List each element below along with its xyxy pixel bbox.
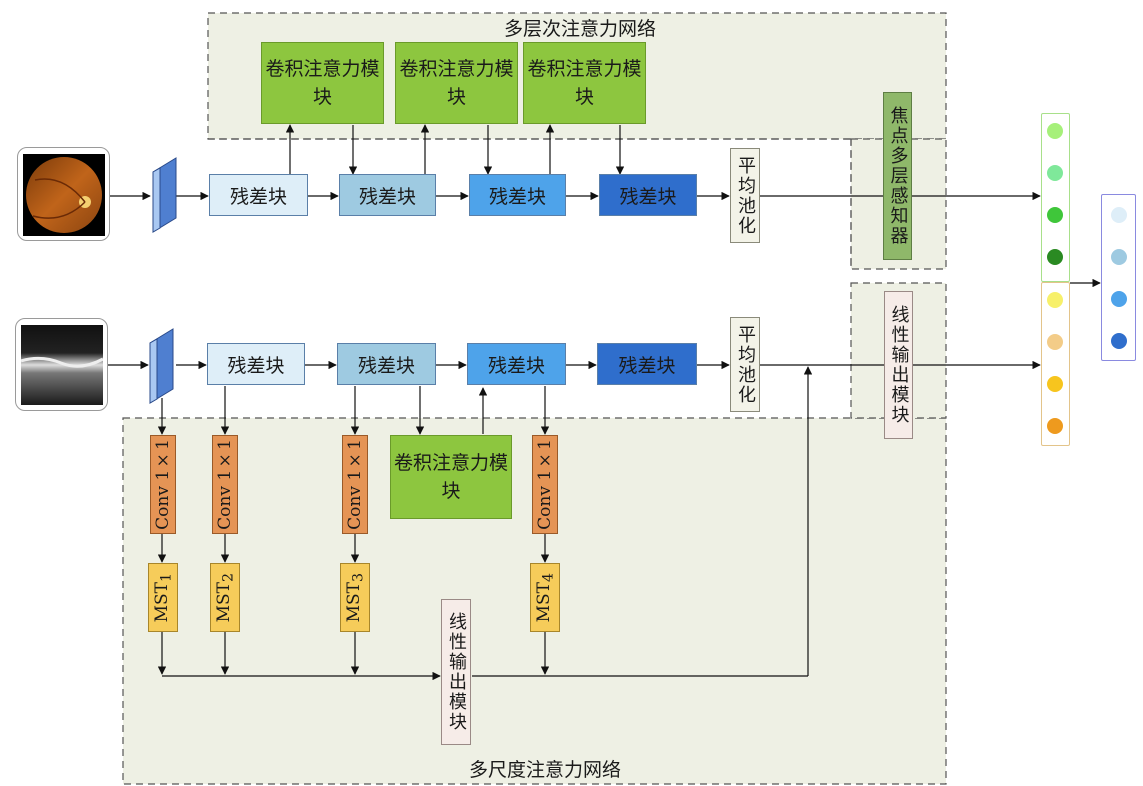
oct-scan-icon [21, 325, 103, 405]
mst-block-3: MST3 [340, 563, 370, 632]
bottom-residual-block-4: 残差块 [597, 343, 697, 385]
bottom-residual-block-1: 残差块 [207, 343, 305, 385]
bottom-group-title: 多尺度注意力网络 [468, 759, 621, 781]
conv1x1-branch-2: Conv 1×1 [212, 435, 238, 534]
top-residual-block-2: 残差块 [339, 174, 436, 216]
fused-output-dot-2 [1111, 249, 1127, 265]
top-row-dashed-boundary [208, 138, 852, 269]
top-linear-output-module: 线性输出模块 [884, 291, 913, 439]
fundus-output-dot-1 [1047, 123, 1063, 139]
bottom-linear-output-module: 线性输出模块 [441, 599, 471, 745]
top-conv-attention-module-2: 卷积注意力模块 [395, 42, 518, 124]
mst-block-1: MST1 [148, 563, 178, 632]
input-conv-layer-icon [149, 157, 177, 404]
bottom-residual-block-3: 残差块 [467, 343, 566, 385]
focal-mlp: 焦点多层感知器 [883, 92, 912, 260]
conv1x1-branch-4: Conv 1×1 [532, 435, 558, 534]
conv1x1-branch-3: Conv 1×1 [342, 435, 368, 534]
top-residual-block-3: 残差块 [469, 174, 566, 216]
bottom-residual-block-2: 残差块 [337, 343, 436, 385]
bottom-conv-attention-module: 卷积注意力模块 [390, 435, 512, 519]
oct-output-dot-2 [1047, 334, 1063, 350]
mst-block-2: MST2 [210, 563, 240, 632]
top-avg-pool: 平均池化 [730, 148, 760, 243]
top-residual-block-4: 残差块 [599, 174, 697, 216]
conv1x1-branch-1: Conv 1×1 [150, 435, 176, 534]
fused-output-dot-3 [1111, 291, 1127, 307]
fundus-output-dot-3 [1047, 207, 1063, 223]
fundus-output-dot-4 [1047, 249, 1063, 265]
top-conv-attention-module-3: 卷积注意力模块 [523, 42, 646, 124]
oct-output-dot-3 [1047, 376, 1063, 392]
mst-block-4: MST4 [530, 563, 560, 632]
top-conv-attention-module-1: 卷积注意力模块 [261, 42, 384, 124]
bottom-avg-pool: 平均池化 [730, 317, 760, 412]
fundus-output-dot-2 [1047, 165, 1063, 181]
fused-output-dot-1 [1111, 207, 1127, 223]
oct-output-dot-1 [1047, 292, 1063, 308]
top-group-title: 多层次注意力网络 [503, 18, 656, 40]
fundus-photo-icon [23, 154, 105, 236]
oct-scan-frame [15, 318, 108, 411]
fundus-photo-frame [17, 147, 110, 241]
top-residual-block-1: 残差块 [209, 174, 308, 216]
fused-output-dot-4 [1111, 333, 1127, 349]
oct-output-dot-4 [1047, 418, 1063, 434]
